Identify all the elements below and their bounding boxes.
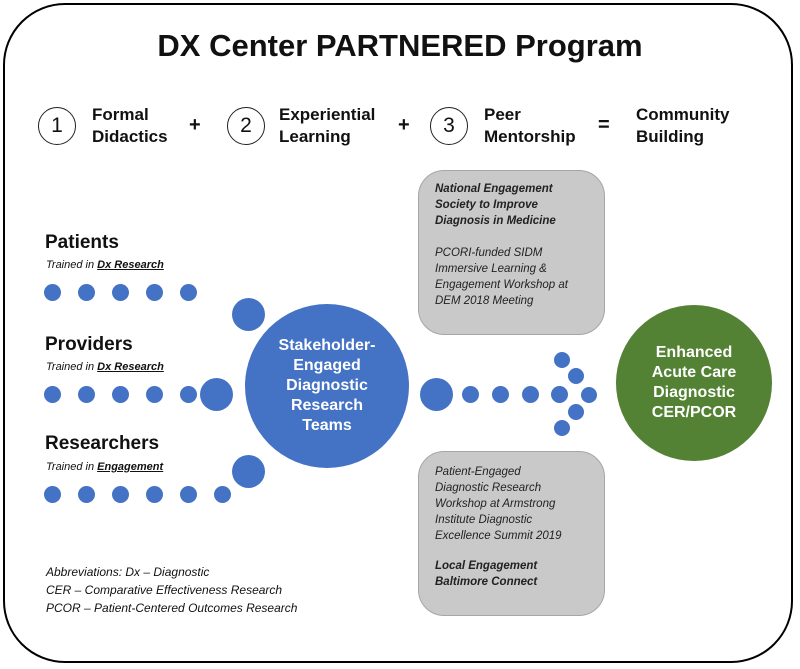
result-label-line1: Community (636, 105, 730, 124)
providers-dot (146, 386, 163, 403)
outer-frame (3, 3, 793, 663)
researchers-dot (180, 486, 197, 503)
patients-dot (180, 284, 197, 301)
national-engagement-body-line1: PCORI-funded SIDM (435, 247, 543, 259)
arrow-dot (568, 368, 584, 384)
abbreviation-dx: Abbreviations: Dx – Diagnostic (46, 565, 210, 579)
patients-dot (78, 284, 95, 301)
local-engagement-heading-line2: Baltimore Connect (435, 576, 538, 588)
stakeholder-teams-label: Stakeholder- Engaged Diagnostic Research… (278, 337, 376, 434)
national-engagement-box: National Engagement Society to Improve D… (418, 170, 605, 335)
national-engagement-body-line3: Engagement Workshop at (435, 279, 568, 291)
national-engagement-body-line4: DEM 2018 Meeting (435, 295, 534, 307)
step-1-circle: 1 (38, 107, 76, 145)
patients-dot (146, 284, 163, 301)
arrow-dot (554, 420, 570, 436)
group-providers-trained-prefix: Trained in (46, 361, 98, 373)
arrow-dot (554, 352, 570, 368)
local-engagement-body-line4: Institute Diagnostic (435, 514, 533, 526)
abbreviations: Abbreviations: Dx – Diagnostic CER – Com… (46, 563, 297, 617)
enhanced-care-circle: Enhanced Acute Care Diagnostic CER/PCOR (616, 305, 772, 461)
national-engagement-heading-line2: Society to Improve (435, 199, 538, 211)
step-3-circle: 3 (430, 107, 468, 145)
local-engagement-body-line5: Excellence Summit 2019 (435, 530, 562, 542)
stakeholder-teams-circle: Stakeholder- Engaged Diagnostic Research… (245, 304, 409, 468)
group-patients-trained-prefix: Trained in (46, 259, 98, 271)
researchers-dot (44, 486, 61, 503)
enhanced-care-label: Enhanced Acute Care Diagnostic CER/PCOR (651, 344, 737, 421)
researchers-dot (146, 486, 163, 503)
step-1-label-line2: Didactics (92, 127, 168, 146)
group-providers-title: Providers (45, 334, 133, 355)
flow-dot (522, 386, 539, 403)
group-researchers-title: Researchers (45, 433, 160, 454)
researchers-dot (112, 486, 129, 503)
step-2-label-line2: Learning (279, 127, 351, 146)
step-1-label-line1: Formal (92, 105, 149, 124)
local-engagement-body-line1: Patient-Engaged (435, 466, 521, 478)
group-patients-trained-focus: Dx Research (97, 259, 164, 271)
step-3-label-line2: Mentorship (484, 127, 576, 146)
researchers-dot (78, 486, 95, 503)
providers-dot (180, 386, 197, 403)
plus-operator-1: + (189, 114, 201, 136)
plus-operator-2: + (398, 114, 410, 136)
patients-dot-large (232, 298, 265, 331)
flow-dot (551, 386, 568, 403)
page-title: DX Center PARTNERED Program (157, 28, 643, 63)
step-3-label-line1: Peer (484, 105, 521, 124)
abbreviation-pcor: PCOR – Patient-Centered Outcomes Researc… (46, 601, 298, 615)
local-engagement-heading-line1: Local Engagement (435, 560, 538, 572)
equals-operator: = (598, 114, 610, 136)
local-engagement-body-line2: Diagnostic Research (435, 482, 542, 494)
flow-dot (462, 386, 479, 403)
local-engagement-body-line3: Workshop at Armstrong (435, 498, 556, 510)
national-engagement-heading-line1: National Engagement (435, 183, 553, 195)
national-engagement-body-line2: Immersive Learning & (435, 263, 547, 275)
group-providers-subtitle: Trained in Dx Research (46, 361, 164, 373)
flow-dot-large (420, 378, 453, 411)
patients-dot (112, 284, 129, 301)
step-1-label: Formal Didactics (92, 104, 168, 148)
providers-dot (112, 386, 129, 403)
group-patients-title: Patients (45, 232, 119, 253)
flow-dot (492, 386, 509, 403)
group-researchers-trained-focus: Engagement (97, 461, 164, 473)
providers-dot-large (200, 378, 233, 411)
national-engagement-heading-line3: Diagnosis in Medicine (435, 215, 556, 227)
arrow-dot (568, 404, 584, 420)
step-2-circle: 2 (227, 107, 265, 145)
step-3-label: Peer Mentorship (484, 104, 576, 148)
group-researchers-trained-prefix: Trained in (46, 461, 98, 473)
group-researchers-subtitle: Trained in Engagement (46, 461, 163, 473)
group-providers-trained-focus: Dx Research (97, 361, 164, 373)
step-2-label-line1: Experiential (279, 105, 376, 124)
patients-dot (44, 284, 61, 301)
step-2-label: Experiential Learning (279, 104, 375, 148)
result-label: Community Building (636, 104, 730, 148)
arrow-dot (581, 387, 597, 403)
group-patients-subtitle: Trained in Dx Research (46, 259, 164, 271)
local-engagement-box: Patient-Engaged Diagnostic Research Work… (418, 451, 605, 616)
abbreviation-cer: CER – Comparative Effectiveness Research (46, 583, 283, 597)
result-label-line2: Building (636, 127, 704, 146)
providers-dot (78, 386, 95, 403)
researchers-dot-large (232, 455, 265, 488)
providers-dot (44, 386, 61, 403)
researchers-dot-large (214, 486, 231, 503)
